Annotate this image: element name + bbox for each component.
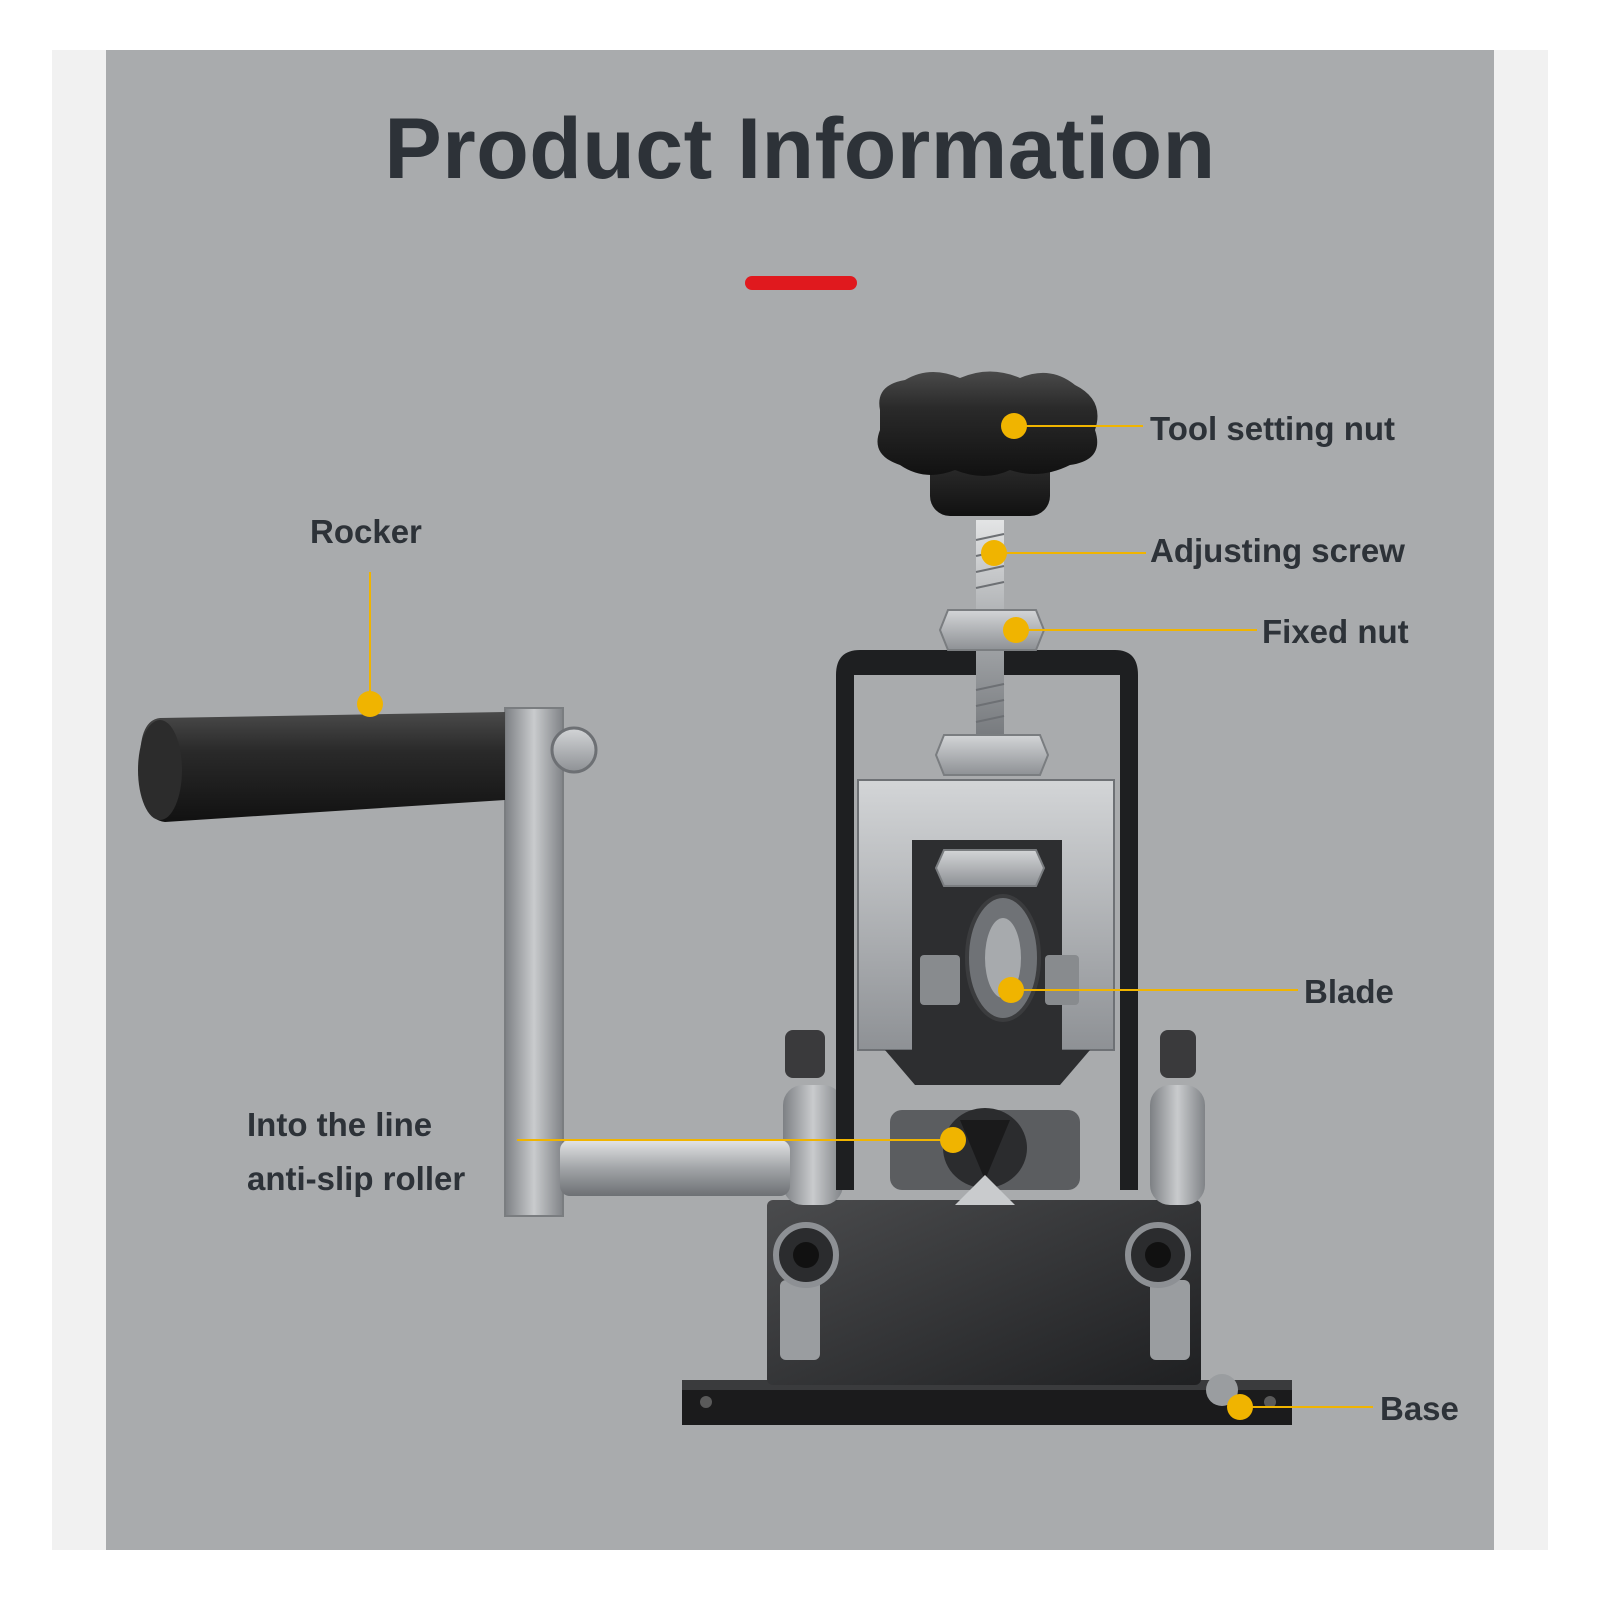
title-accent-bar bbox=[745, 276, 857, 290]
label-tool-setting-nut: Tool setting nut bbox=[1150, 410, 1396, 447]
callout-dot-tool-setting-nut bbox=[1001, 413, 1027, 439]
feed-roller bbox=[890, 1108, 1080, 1205]
label-into-the-line-anti-slip-roller: Into the line anti-slip roller bbox=[247, 1098, 465, 1206]
label-blade: Blade bbox=[1304, 973, 1394, 1010]
base-plate bbox=[682, 1380, 1292, 1425]
callout-leader-lines bbox=[369, 425, 1373, 1408]
label-adjusting-screw: Adjusting screw bbox=[1150, 532, 1405, 569]
side-rollers bbox=[783, 1030, 1205, 1205]
lower-housing bbox=[767, 1200, 1238, 1406]
label-roller-line1: Into the line bbox=[247, 1106, 433, 1143]
label-roller-line2: anti-slip roller bbox=[247, 1160, 466, 1197]
label-fixed-nut: Fixed nut bbox=[1262, 613, 1409, 650]
tool-setting-knob bbox=[877, 371, 1098, 516]
callout-dot-fixed-nut bbox=[1003, 617, 1029, 643]
callout-dot-base bbox=[1227, 1394, 1253, 1420]
callout-dot-adjusting-screw bbox=[981, 540, 1007, 566]
callout-dot-rocker bbox=[357, 691, 383, 717]
callout-dots bbox=[357, 413, 1253, 1420]
callout-dot-roller bbox=[940, 1127, 966, 1153]
rocker-handle bbox=[138, 707, 790, 1217]
label-rocker: Rocker bbox=[310, 513, 422, 550]
page-title: Product Information bbox=[384, 101, 1216, 197]
callout-dot-blade bbox=[998, 977, 1024, 1003]
label-base: Base bbox=[1380, 1390, 1459, 1427]
